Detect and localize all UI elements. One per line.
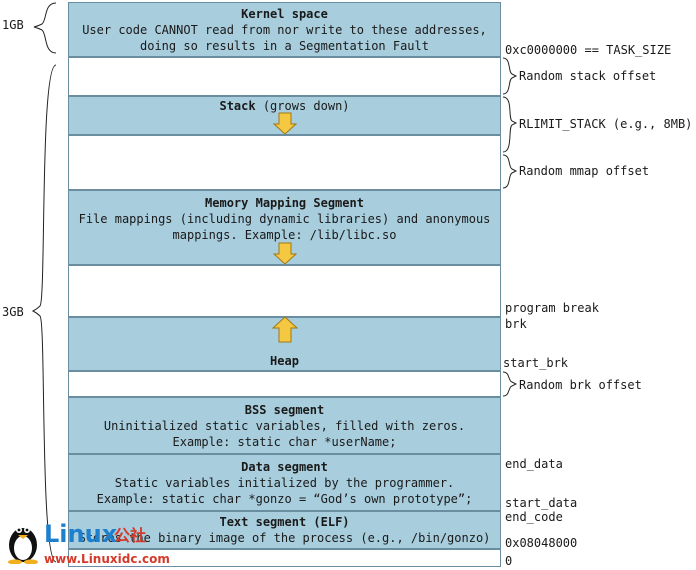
data-line-1: Static variables initialized by the prog… <box>114 476 455 490</box>
end-code-label: end_code <box>505 510 563 524</box>
unmapped-gap <box>68 265 501 317</box>
end-data-label: end_data <box>505 457 563 471</box>
mmap-line-2: mappings. Example: /lib/libc.so <box>172 228 397 242</box>
mmap-segment: Memory Mapping Segment File mappings (in… <box>68 190 501 265</box>
random-stack-offset-label: Random stack offset <box>519 69 657 83</box>
text-line-1: Stores the binary image of the process (… <box>78 531 491 545</box>
penguin-logo-icon <box>8 527 38 564</box>
data-title: Data segment <box>241 460 328 474</box>
brk-label: brk <box>505 317 527 331</box>
text-title: Text segment (ELF) <box>219 515 350 529</box>
stack-note: (grows down) <box>255 99 350 113</box>
random-stack-brace-icon <box>502 57 518 95</box>
mmap-line-1: File mappings (including dynamic librari… <box>78 212 491 226</box>
user-size-brace-icon <box>31 64 57 563</box>
bss-title: BSS segment <box>244 403 325 417</box>
kernel-space-title: Kernel space <box>241 7 328 21</box>
kernel-size-label: 1GB <box>2 18 24 32</box>
text-segment: Text segment (ELF) Stores the binary ima… <box>68 511 501 549</box>
stack-title: Stack <box>219 99 256 113</box>
random-brk-brace-icon <box>502 371 518 397</box>
random-stack-gap <box>68 57 501 96</box>
task-size-label: 0xc0000000 == TASK_SIZE <box>505 43 672 57</box>
reserved-low-area <box>68 549 501 567</box>
kernel-size-brace-icon <box>33 2 57 54</box>
address-zero-label: 0 <box>505 554 513 568</box>
rlimit-stack-label: RLIMIT_STACK (e.g., 8MB) <box>519 117 693 131</box>
text-start-address-label: 0x08048000 <box>505 536 578 550</box>
rlimit-stack-brace-icon <box>502 96 518 153</box>
heap-title: Heap <box>270 354 299 368</box>
start-brk-label: start_brk <box>503 356 569 370</box>
bss-line-2: Example: static char *userName; <box>172 435 397 449</box>
random-mmap-offset-label: Random mmap offset <box>519 164 650 178</box>
random-brk-gap <box>68 371 501 397</box>
start-data-label: start_data <box>505 496 578 510</box>
bss-line-1: Uninitialized static variables, filled w… <box>103 419 466 433</box>
user-size-label: 3GB <box>2 305 24 319</box>
random-brk-offset-label: Random brk offset <box>519 378 642 392</box>
watermark-chinese: 公社 <box>114 526 147 545</box>
watermark-url: www.Linuxidc.com <box>44 552 170 566</box>
kernel-space-segment: Kernel space User code CANNOT read from … <box>68 2 501 57</box>
bss-segment: BSS segment Uninitialized static variabl… <box>68 397 501 454</box>
kernel-space-line-1: User code CANNOT read from nor write to … <box>82 23 487 37</box>
watermark: Linux 公社 www.Linuxidc.com <box>6 514 206 568</box>
heap-segment: Heap <box>68 317 501 371</box>
kernel-space-line-2: doing so results in a Segmentation Fault <box>140 39 429 53</box>
stack-segment: Stack (grows down) <box>68 96 501 135</box>
data-line-2: Example: static char *gonzo = “God’s own… <box>96 492 473 506</box>
program-break-label: program break <box>505 301 599 315</box>
mmap-title: Memory Mapping Segment <box>205 196 364 210</box>
watermark-brand: Linux <box>44 520 118 548</box>
data-segment: Data segment Static variables initialize… <box>68 454 501 511</box>
random-mmap-brace-icon <box>502 154 518 189</box>
stack-growth-area <box>68 135 501 190</box>
